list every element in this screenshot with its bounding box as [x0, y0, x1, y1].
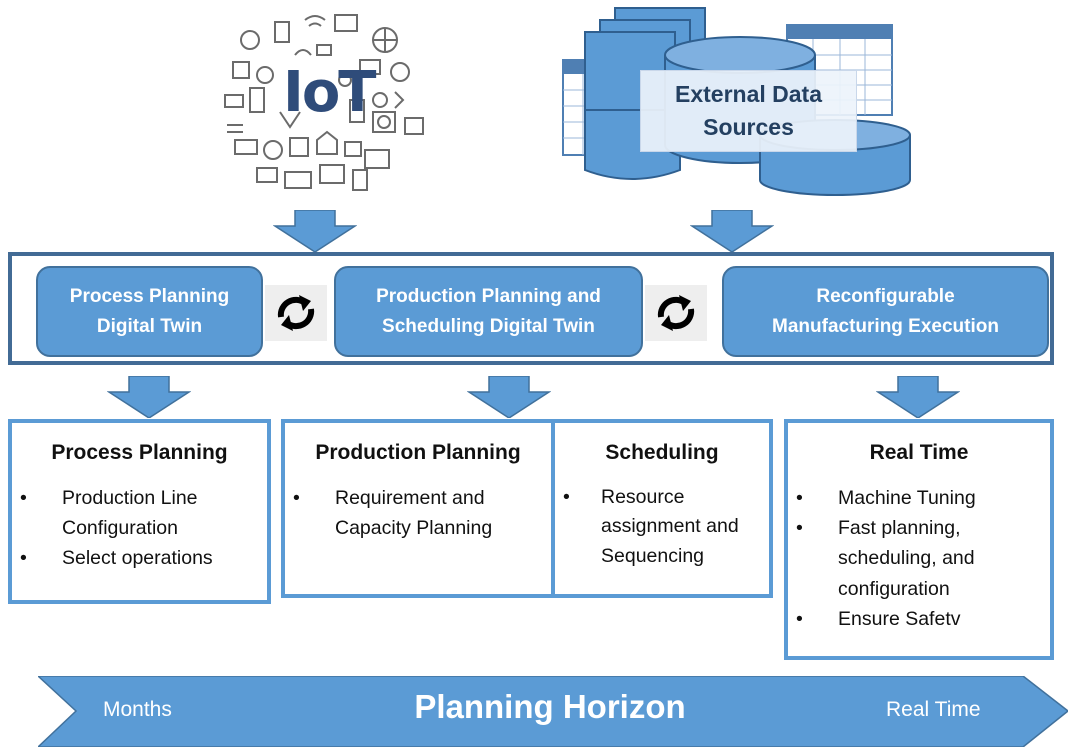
bullet-list: Machine Tuning Fast planning, scheduling… — [788, 483, 1050, 634]
box-title: Process Planning — [51, 441, 228, 464]
planning-horizon-arrow — [38, 676, 1068, 747]
list-item: Fast planning, scheduling, and configura… — [788, 513, 1050, 604]
process-planning-twin: Process Planning Digital Twin — [36, 266, 263, 357]
bullet-list: Production Line Configuration Select ope… — [12, 483, 267, 574]
list-item: Ensure Safetv — [788, 604, 1050, 634]
box-title: Production Planning — [315, 441, 521, 464]
iot-logo-text: IoT — [283, 60, 377, 125]
digital-twin-frame — [8, 252, 1054, 365]
cycle-arrows-icon — [265, 285, 327, 341]
list-item: Machine Tuning — [788, 483, 1050, 513]
manufacturing-execution-twin: Reconfigurable Manufacturing Execution — [722, 266, 1049, 357]
down-arrow-icon — [107, 376, 191, 418]
horizon-start-label: Months — [103, 698, 172, 721]
down-arrow-icon — [273, 210, 357, 252]
production-planning-box: Production Planning Requirement and Capa… — [281, 419, 555, 598]
down-arrow-icon — [876, 376, 960, 418]
box-title: Scheduling — [605, 441, 719, 464]
external-data-line2: Sources — [703, 114, 794, 140]
external-data-line1: External Data — [674, 80, 822, 107]
horizon-end-label: Real Time — [886, 698, 981, 721]
horizon-title: Planning Horizon — [414, 688, 686, 725]
real-time-box: Real Time Machine Tuning Fast planning, … — [784, 419, 1054, 660]
down-arrow-icon — [467, 376, 551, 418]
cycle-arrows-icon — [645, 285, 707, 341]
bullet-list: Requirement and Capacity Planning — [285, 483, 551, 543]
production-scheduling-twin: Production Planning and Scheduling Digit… — [334, 266, 643, 357]
list-item: Production Line Configuration — [12, 483, 267, 543]
scheduling-box: Scheduling Resource assignment and Seque… — [551, 419, 773, 598]
process-planning-box: Process Planning Production Line Configu… — [8, 419, 271, 604]
list-item: Select operations — [12, 543, 267, 573]
bullet-list: Resource assignment and Sequencing — [555, 483, 769, 571]
list-item: Requirement and Capacity Planning — [285, 483, 551, 543]
down-arrow-icon — [690, 210, 774, 252]
list-item: Resource assignment and Sequencing — [555, 483, 769, 571]
box-title: Real Time — [869, 441, 969, 464]
iot-icon-cloud — [205, 0, 435, 205]
